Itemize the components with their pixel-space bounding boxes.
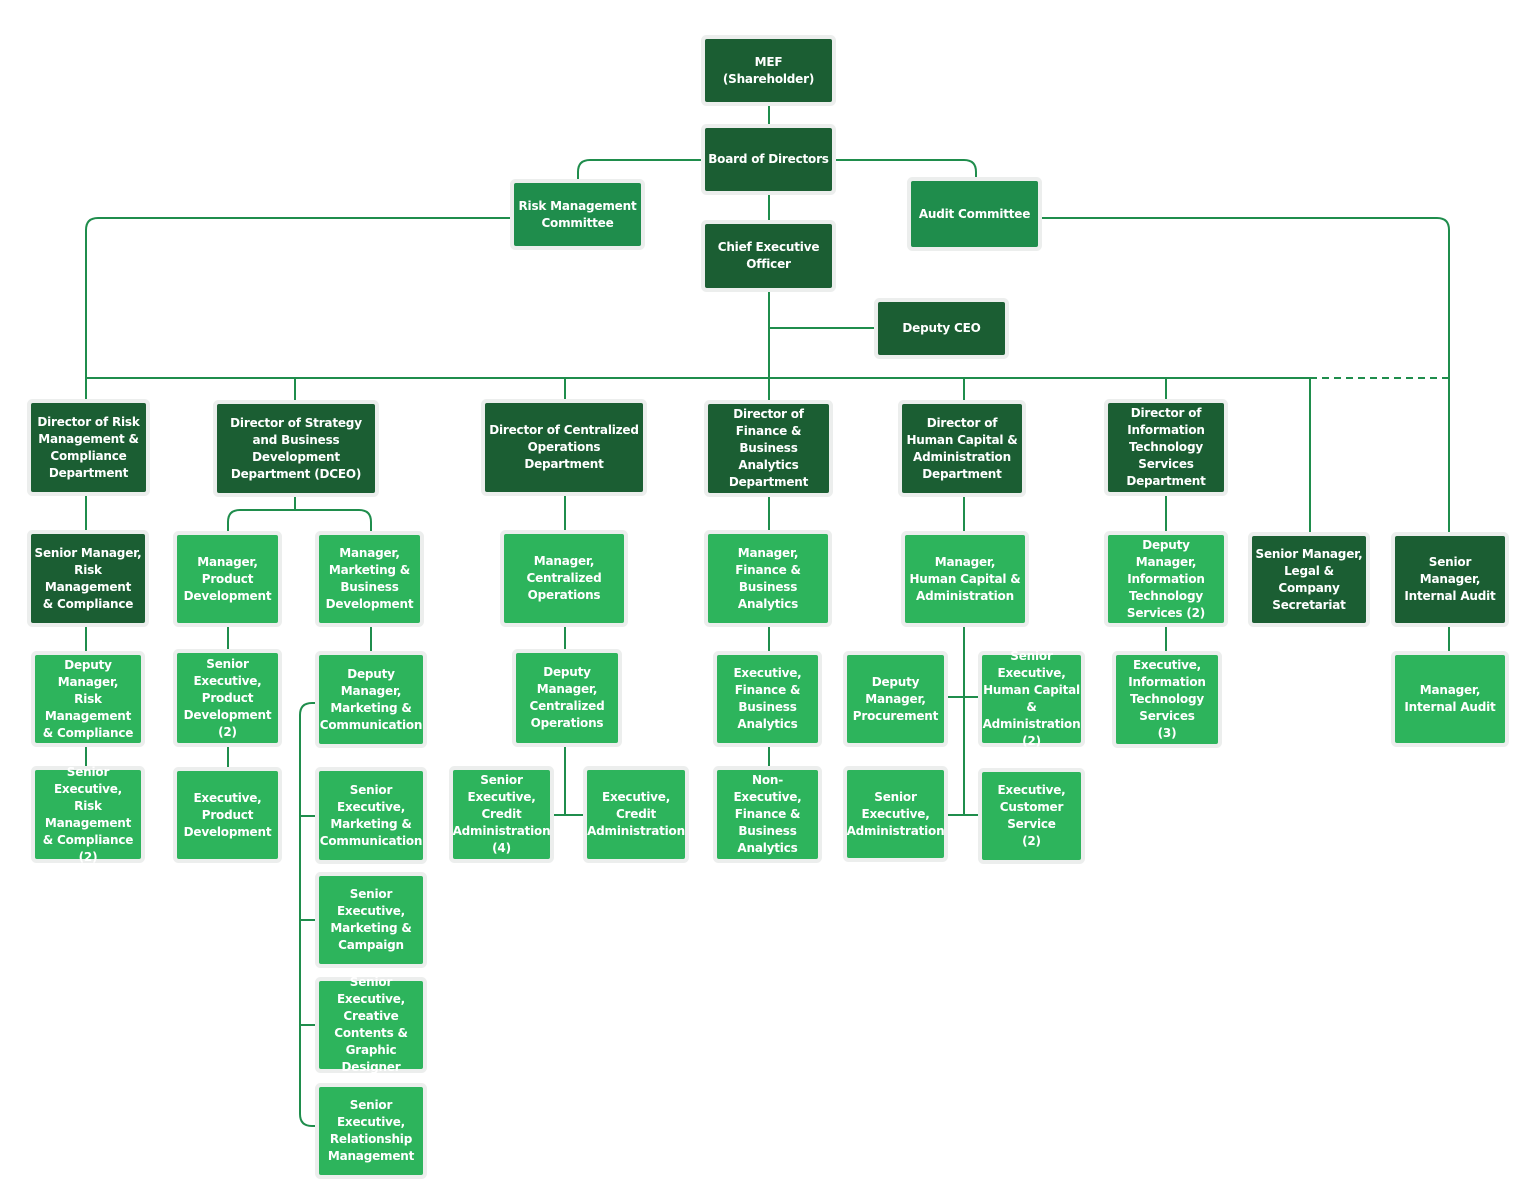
senior-executive-credit-box: Senior Executive, Credit Administration … <box>453 770 551 859</box>
senior-executive-risk-box: Senior Executive, Risk Management & Comp… <box>35 765 141 864</box>
manager-marketing-box: Manager, Marketing & Business Developmen… <box>319 535 420 623</box>
senior-executive-relationship-box: Senior Executive, Relationship Managemen… <box>319 1087 423 1175</box>
senior-executive-marketing-comm-box: Senior Executive, Marketing & Communicat… <box>319 771 423 860</box>
deputy-manager-it-box: Deputy Manager, Information Technology S… <box>1108 535 1224 623</box>
director-it-box: Director of Information Technology Servi… <box>1108 403 1224 492</box>
manager-product-box: Manager, Product Development <box>177 535 278 623</box>
connector <box>1038 217 1450 536</box>
senior-executive-product-box: Senior Executive, Product Development (2… <box>177 653 278 743</box>
deputy-manager-risk-box: Deputy Manager, Risk Management & Compli… <box>35 655 141 743</box>
executive-finance-box: Executive, Finance & Business Analytics <box>717 655 818 743</box>
connector <box>299 702 319 1127</box>
senior-executive-admin-box: Senior Executive, Administration <box>847 770 945 858</box>
manager-centralized-box: Manager, Centralized Operations <box>504 534 624 623</box>
ceo-box: Chief Executive Officer <box>705 224 832 288</box>
risk-committee-box: Risk Management Committee <box>514 183 641 246</box>
connector <box>85 217 515 403</box>
senior-executive-marketing-campaign-box: Senior Executive, Marketing & Campaign <box>319 876 423 964</box>
manager-audit-box: Manager, Internal Audit <box>1395 655 1505 743</box>
director-risk-box: Director of Risk Management & Compliance… <box>31 403 146 492</box>
executive-product-box: Executive, Product Development <box>177 771 278 859</box>
senior-manager-legal-box: Senior Manager, Legal & Company Secretar… <box>1252 536 1366 623</box>
manager-finance-box: Manager, Finance & Business Analytics <box>708 534 828 623</box>
connector <box>833 159 977 181</box>
connector <box>227 509 372 535</box>
deputy-manager-centralized-box: Deputy Manager, Centralized Operations <box>516 653 618 743</box>
non-executive-finance-box: Non-Executive, Finance & Business Analyt… <box>717 770 818 859</box>
manager-hc-box: Manager, Human Capital & Administration <box>905 535 1025 623</box>
director-hc-box: Director of Human Capital & Administrati… <box>902 404 1022 493</box>
senior-manager-risk-box: Senior Manager, Risk Management & Compli… <box>31 534 145 623</box>
executive-credit-box: Executive, Credit Administration <box>587 770 685 859</box>
deputy-manager-procurement-box: Deputy Manager, Procurement <box>847 655 944 743</box>
connector <box>577 159 705 183</box>
director-strategy-box: Director of Strategy and Business Develo… <box>217 404 375 493</box>
director-centralized-box: Director of Centralized Operations Depar… <box>485 403 643 492</box>
deputy-manager-marketing-box: Deputy Manager, Marketing & Communicatio… <box>319 655 423 744</box>
senior-manager-audit-box: Senior Manager, Internal Audit <box>1395 536 1505 623</box>
executive-customer-box: Executive, Customer Service (2) <box>982 772 1081 860</box>
audit-committee-box: Audit Committee <box>911 181 1038 247</box>
senior-executive-hc-box: Senior Executive, Human Capital & Admini… <box>982 649 1081 748</box>
board-of-directors-box: Board of Directors <box>705 128 832 191</box>
director-finance-box: Director of Finance & Business Analytics… <box>708 404 829 493</box>
executive-it-box: Executive, Information Technology Servic… <box>1116 655 1218 744</box>
shareholder-box: MEF (Shareholder) <box>705 39 832 102</box>
deputy-ceo-box: Deputy CEO <box>878 302 1005 355</box>
senior-executive-creative-box: Senior Executive, Creative Contents & Gr… <box>319 975 423 1074</box>
